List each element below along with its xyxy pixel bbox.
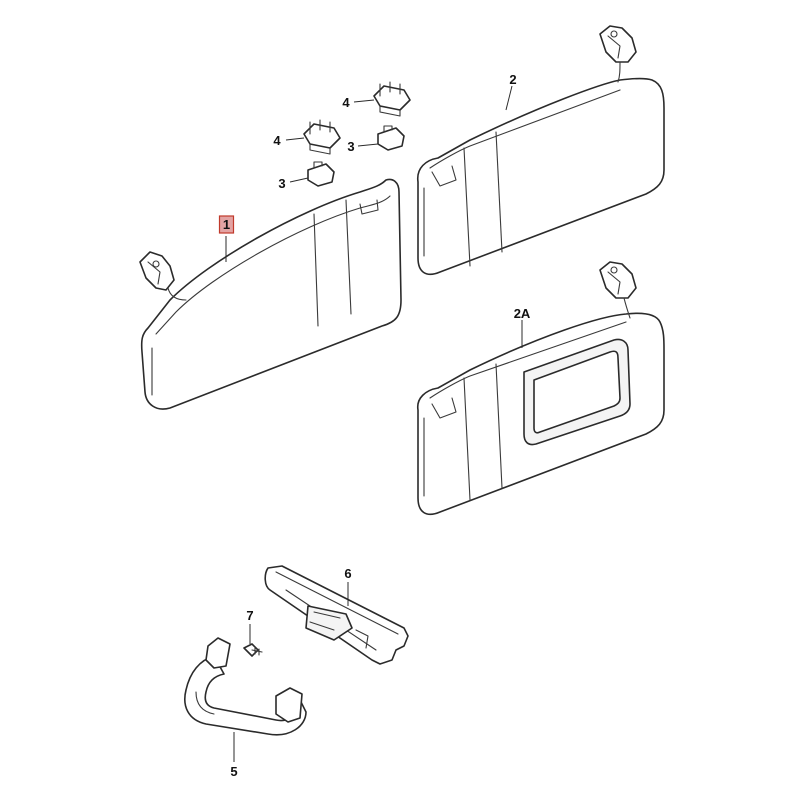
callout-4-upper: 4 — [342, 95, 350, 110]
clip-upper — [377, 125, 405, 151]
callout-1-highlight — [218, 215, 235, 234]
callout-5: 5 — [230, 764, 237, 779]
leader-3-lower — [289, 177, 309, 183]
leader-lines — [225, 85, 523, 762]
callout-4-lower: 4 — [273, 133, 281, 148]
callout-7: 7 — [246, 608, 253, 623]
callout-2: 2 — [509, 72, 516, 87]
bracket-lower — [303, 119, 341, 155]
callout-1: 1 — [223, 217, 230, 232]
grab-handle — [184, 637, 307, 736]
visor-right-pivot — [599, 25, 637, 83]
screw — [243, 643, 263, 657]
leader-2 — [505, 85, 513, 111]
leader-4-lower — [285, 137, 305, 141]
visor-left — [140, 178, 402, 410]
handle-bracket — [264, 565, 409, 665]
leader-3-upper — [357, 143, 379, 147]
bracket-upper — [373, 81, 411, 117]
visor-left-pivot — [139, 251, 187, 301]
callout-3-upper: 3 — [347, 139, 354, 154]
leader-4-upper — [353, 99, 375, 103]
visor-right — [416, 77, 665, 276]
clip-lower — [307, 161, 335, 187]
visor-mirror — [416, 312, 665, 516]
visor-mirror-pivot — [599, 261, 637, 319]
callout-2a: 2A — [514, 306, 531, 321]
callout-6: 6 — [344, 566, 351, 581]
callout-3-lower: 3 — [278, 176, 285, 191]
